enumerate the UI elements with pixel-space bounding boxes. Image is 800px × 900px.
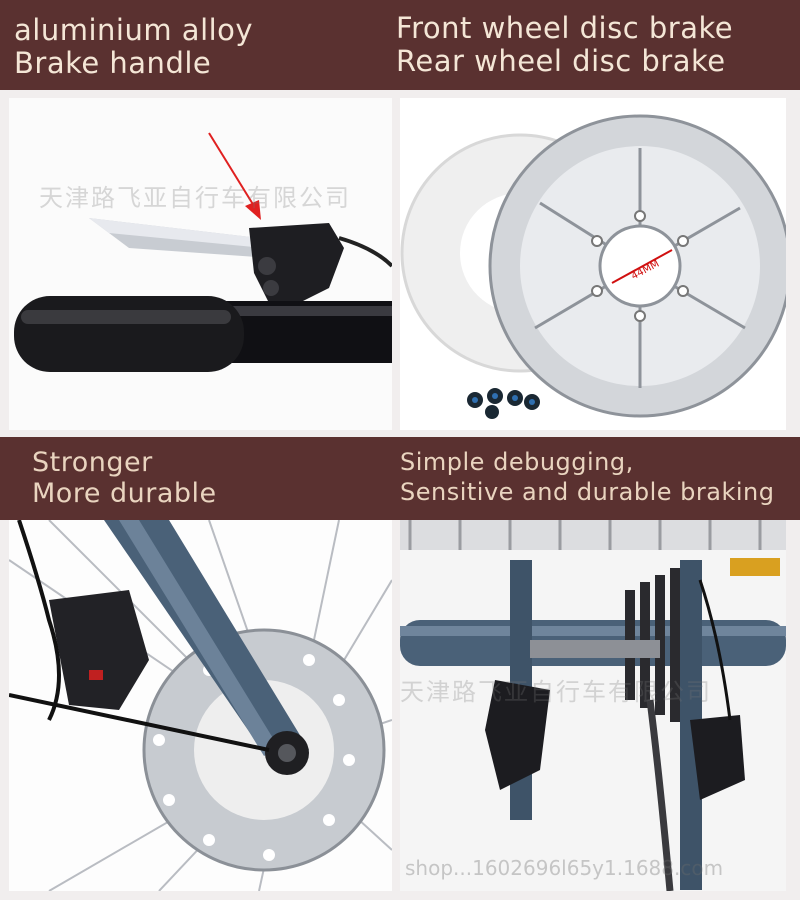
caption-line: Simple debugging, xyxy=(400,448,634,476)
caption-line: Sensitive and durable braking xyxy=(400,478,775,506)
top-left-caption: aluminium alloy Brake handle xyxy=(14,14,253,80)
front-fork-brake-photo xyxy=(9,520,392,891)
top-right-caption: Front wheel disc brake Rear wheel disc b… xyxy=(396,12,733,78)
brake-handle-photo: 天津路飞亚自行车有限公司 xyxy=(9,98,392,430)
mid-right-caption: Simple debugging, Sensitive and durable … xyxy=(400,447,774,507)
mid-caption-band: Stronger More durable Simple debugging, … xyxy=(0,437,800,520)
mid-left-caption: Stronger More durable xyxy=(32,447,217,509)
disc-rotor-photo: 44MM xyxy=(400,98,786,430)
caption-line: Front wheel disc brake xyxy=(396,11,734,45)
caption-line: More durable xyxy=(32,478,217,509)
watermark-url: shop...1602696l65y1.1688.com xyxy=(405,856,724,880)
watermark-text: 天津路飞亚自行车有限公司 xyxy=(400,678,712,706)
watermark-text: 天津路飞亚自行车有限公司 xyxy=(39,184,351,212)
caption-line: Rear wheel disc brake xyxy=(396,44,726,78)
caption-line: aluminium alloy xyxy=(14,13,254,47)
rear-wheel-brake-photo: 天津路飞亚自行车有限公司 shop...1602696l65y1.1688.co… xyxy=(400,520,786,891)
caption-line: Brake handle xyxy=(14,46,212,80)
top-caption-band: aluminium alloy Brake handle Front wheel… xyxy=(0,0,800,90)
caption-line: Stronger xyxy=(32,447,153,478)
